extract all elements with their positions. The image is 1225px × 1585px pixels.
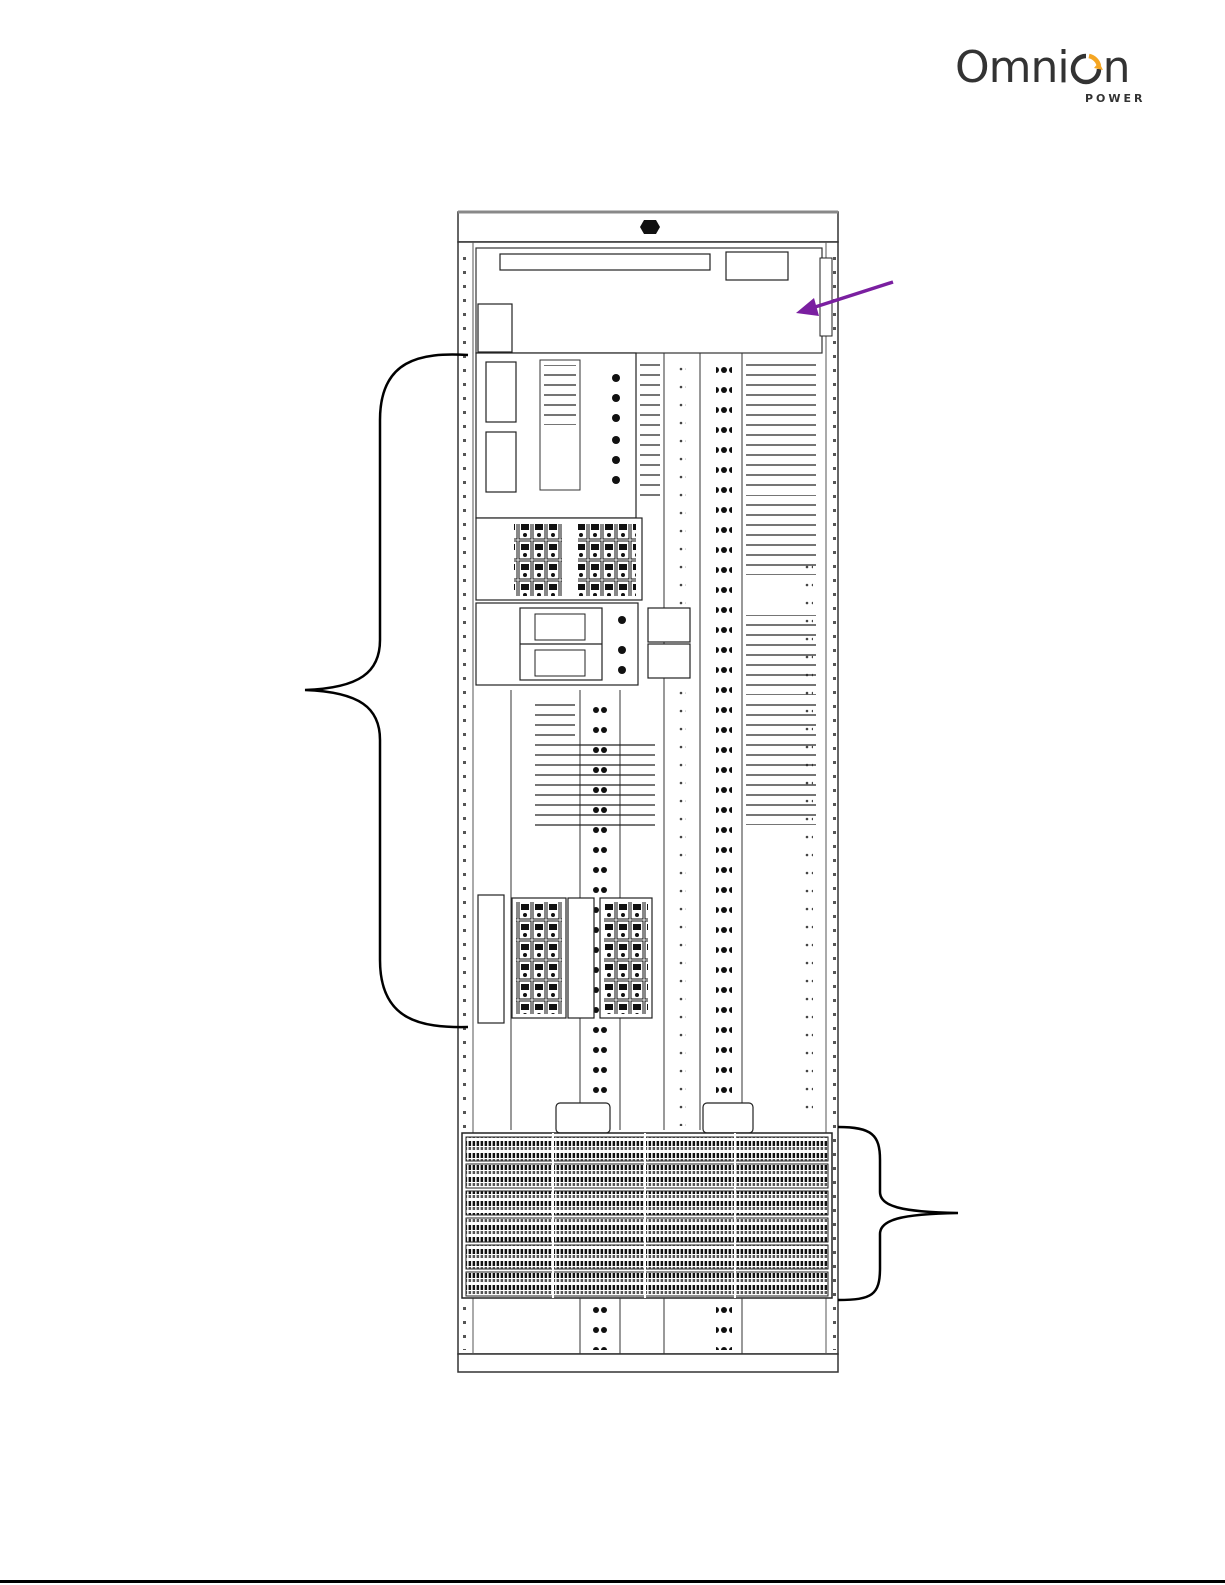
footer-rule [0,1580,1225,1583]
right-curly-brace [838,1127,958,1300]
controller-shelf [476,248,832,353]
lower-distribution-panel [478,895,652,1023]
left-curly-brace [305,354,468,1027]
cabinet-top-cap [458,212,838,242]
rectifier-shelves [462,1133,832,1298]
